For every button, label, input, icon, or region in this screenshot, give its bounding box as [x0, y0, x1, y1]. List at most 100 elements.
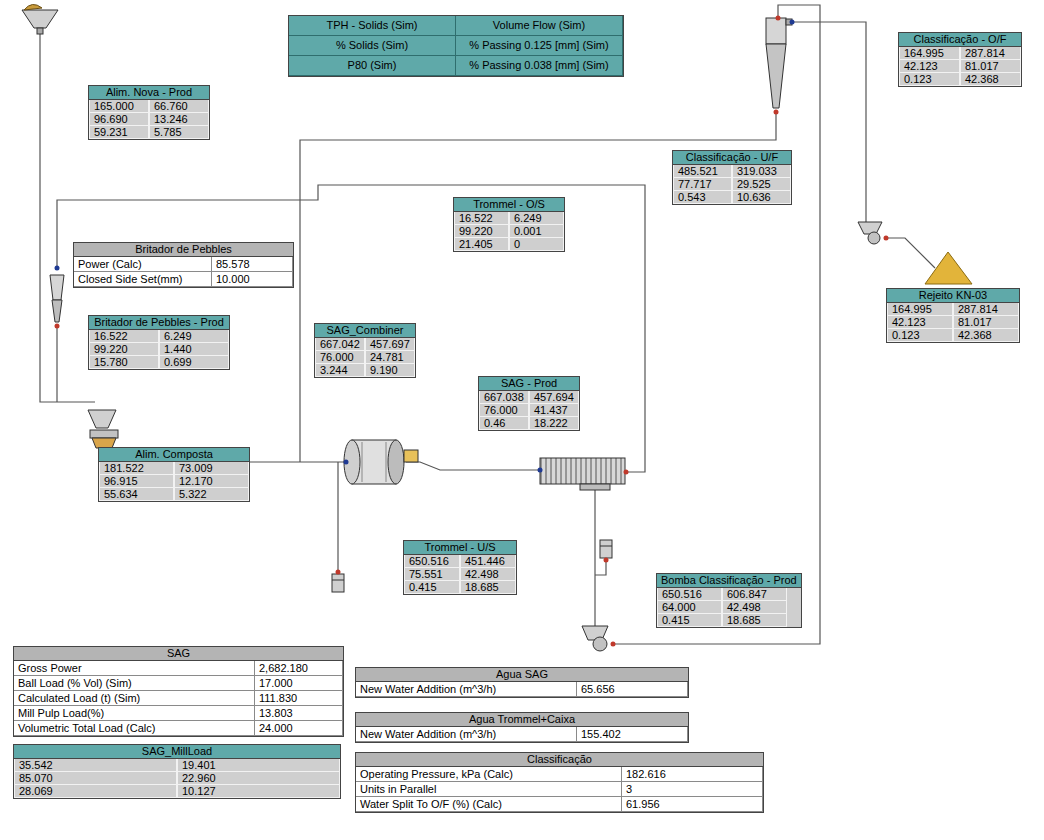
table-cell: 22.960	[177, 772, 340, 785]
port-dot	[790, 20, 795, 25]
stream-table: Bomba Classificação - Prod650.516606.847…	[656, 573, 802, 628]
table-header: SAG_MillLoad	[14, 745, 340, 759]
port-dot	[336, 570, 341, 575]
table-cell: 85.070	[14, 772, 177, 785]
stream-table: SAG_Combiner667.042457.69776.00024.7813.…	[314, 323, 416, 378]
table-cell: 5.785	[149, 126, 209, 139]
table-cell: 6.249	[509, 212, 564, 225]
table-cell: 41.437	[529, 404, 579, 417]
table-grid: 16.5226.24999.2200.00121.4050	[454, 212, 564, 251]
port-dot	[538, 468, 543, 473]
table-cell: 65.656	[577, 682, 688, 697]
pump-sump	[582, 626, 616, 651]
table-cell: 5.322	[174, 488, 249, 501]
table-cell: 29.525	[732, 178, 791, 191]
table-cell: Operating Pressure, kPa (Calc)	[356, 767, 622, 782]
table-cell: 0.415	[657, 614, 722, 627]
feed-line	[40, 34, 95, 402]
pump-body	[593, 637, 607, 651]
table-cell: 0.46	[479, 417, 529, 430]
table-cell: 13.803	[255, 706, 343, 721]
table-cell: 165.000	[89, 100, 149, 113]
stream-table: Classificação - U/F485.521319.03377.7172…	[672, 150, 792, 205]
table-cell: 155.402	[577, 727, 688, 742]
table-header: Classificação - O/F	[899, 33, 1021, 47]
tailings-line	[886, 238, 935, 268]
mill-motor	[404, 450, 418, 462]
table-cell: 64.000	[657, 601, 722, 614]
table-grid: 667.038457.69476.00041.4370.4618.222	[479, 391, 579, 430]
table-cell: Volume Flow (Sim)	[456, 16, 623, 36]
table-header: SAG_Combiner	[315, 324, 415, 338]
table-cell: 6.249	[159, 330, 229, 343]
undersize-line	[594, 486, 595, 626]
table-grid: 164.995287.81442.12381.0170.12342.368	[887, 303, 1019, 342]
trommel-hopper	[580, 484, 610, 490]
table-cell: 42.123	[887, 316, 953, 329]
table-cell: 13.246	[149, 113, 209, 126]
mill-water-line	[337, 462, 338, 572]
table-grid: 164.995287.81442.12381.0170.12342.368	[899, 47, 1021, 86]
table-cell: 451.446	[460, 555, 516, 568]
table-header: Trommel - O/S	[454, 198, 564, 212]
equipment-table: SAGGross Power2,682.180Ball Load (% Vol)…	[13, 646, 344, 737]
table-cell: 35.542	[14, 759, 177, 772]
table-cell: 18.685	[460, 581, 516, 594]
table-header: Rejeito KN-03	[887, 289, 1019, 303]
pebble-crusher	[50, 266, 64, 329]
sag-mill	[344, 440, 419, 484]
table-grid: New Water Addition (m^3/h)65.656	[356, 682, 688, 697]
table-cell: 650.516	[657, 588, 722, 601]
table-cell: 17.000	[255, 676, 343, 691]
table-cell: 21.405	[454, 238, 509, 251]
table-cell: Ball Load (% Vol) (Sim)	[14, 676, 255, 691]
table-cell: Power (Calc)	[74, 257, 212, 272]
table-cell: 182.616	[622, 767, 763, 782]
port-dot	[774, 110, 779, 115]
table-cell: 457.694	[529, 391, 579, 404]
table-cell: 42.368	[960, 73, 1021, 86]
table-cell: 81.017	[960, 60, 1021, 73]
table-header: SAG - Prod	[479, 377, 579, 391]
table-cell: 15.780	[89, 356, 159, 369]
table-cell: 0.001	[509, 225, 564, 238]
table-cell: 24.781	[365, 351, 415, 364]
table-cell: Water Split To O/F (%) (Calc)	[356, 797, 622, 812]
table-cell: 18.222	[529, 417, 579, 430]
table-cell: 99.220	[89, 343, 159, 356]
mill-head	[388, 440, 404, 484]
table-header: Agua Trommel+Caixa	[356, 713, 688, 727]
table-cell: 61.956	[622, 797, 763, 812]
hopper-outlet	[37, 28, 43, 34]
underflow-line	[300, 112, 776, 462]
table-cell: TPH - Solids (Sim)	[289, 16, 456, 36]
table-cell: 42.368	[953, 329, 1019, 342]
table-cell: Closed Side Set(mm)	[74, 272, 212, 287]
mill-band	[386, 442, 387, 482]
table-header: Alim. Composta	[99, 448, 249, 462]
stream-table: Alim. Composta181.52273.00996.91512.1705…	[98, 447, 250, 502]
table-cell: 667.038	[479, 391, 529, 404]
stream-table: SAG_MillLoad35.54219.40185.07022.96028.0…	[13, 744, 341, 799]
table-cell: 164.995	[899, 47, 960, 60]
table-cell: 0	[509, 238, 564, 251]
port-dot	[884, 236, 889, 241]
table-header: SAG	[14, 647, 343, 661]
table-header: Classificação	[356, 753, 763, 767]
table-cell: 287.814	[953, 303, 1019, 316]
table-cell: 81.017	[953, 316, 1019, 329]
table-cell: 42.498	[722, 601, 787, 614]
table-cell: 55.634	[99, 488, 174, 501]
stream-table: SAG - Prod667.038457.69476.00041.4370.46…	[478, 376, 580, 431]
mill-head	[344, 440, 360, 484]
hydrocyclone	[766, 16, 795, 115]
table-cell: 12.170	[174, 475, 249, 488]
table-cell: 606.847	[722, 588, 787, 601]
table-cell: 28.069	[14, 785, 177, 798]
table-cell: 96.690	[89, 113, 149, 126]
stream-table: Alim. Nova - Prod165.00066.76096.69013.2…	[88, 85, 210, 140]
table-cell: 0.123	[887, 329, 953, 342]
table-cell: % Passing 0.125 [mm] (Sim)	[456, 36, 623, 56]
valve-body	[332, 574, 344, 592]
feeder-belt	[90, 430, 118, 438]
